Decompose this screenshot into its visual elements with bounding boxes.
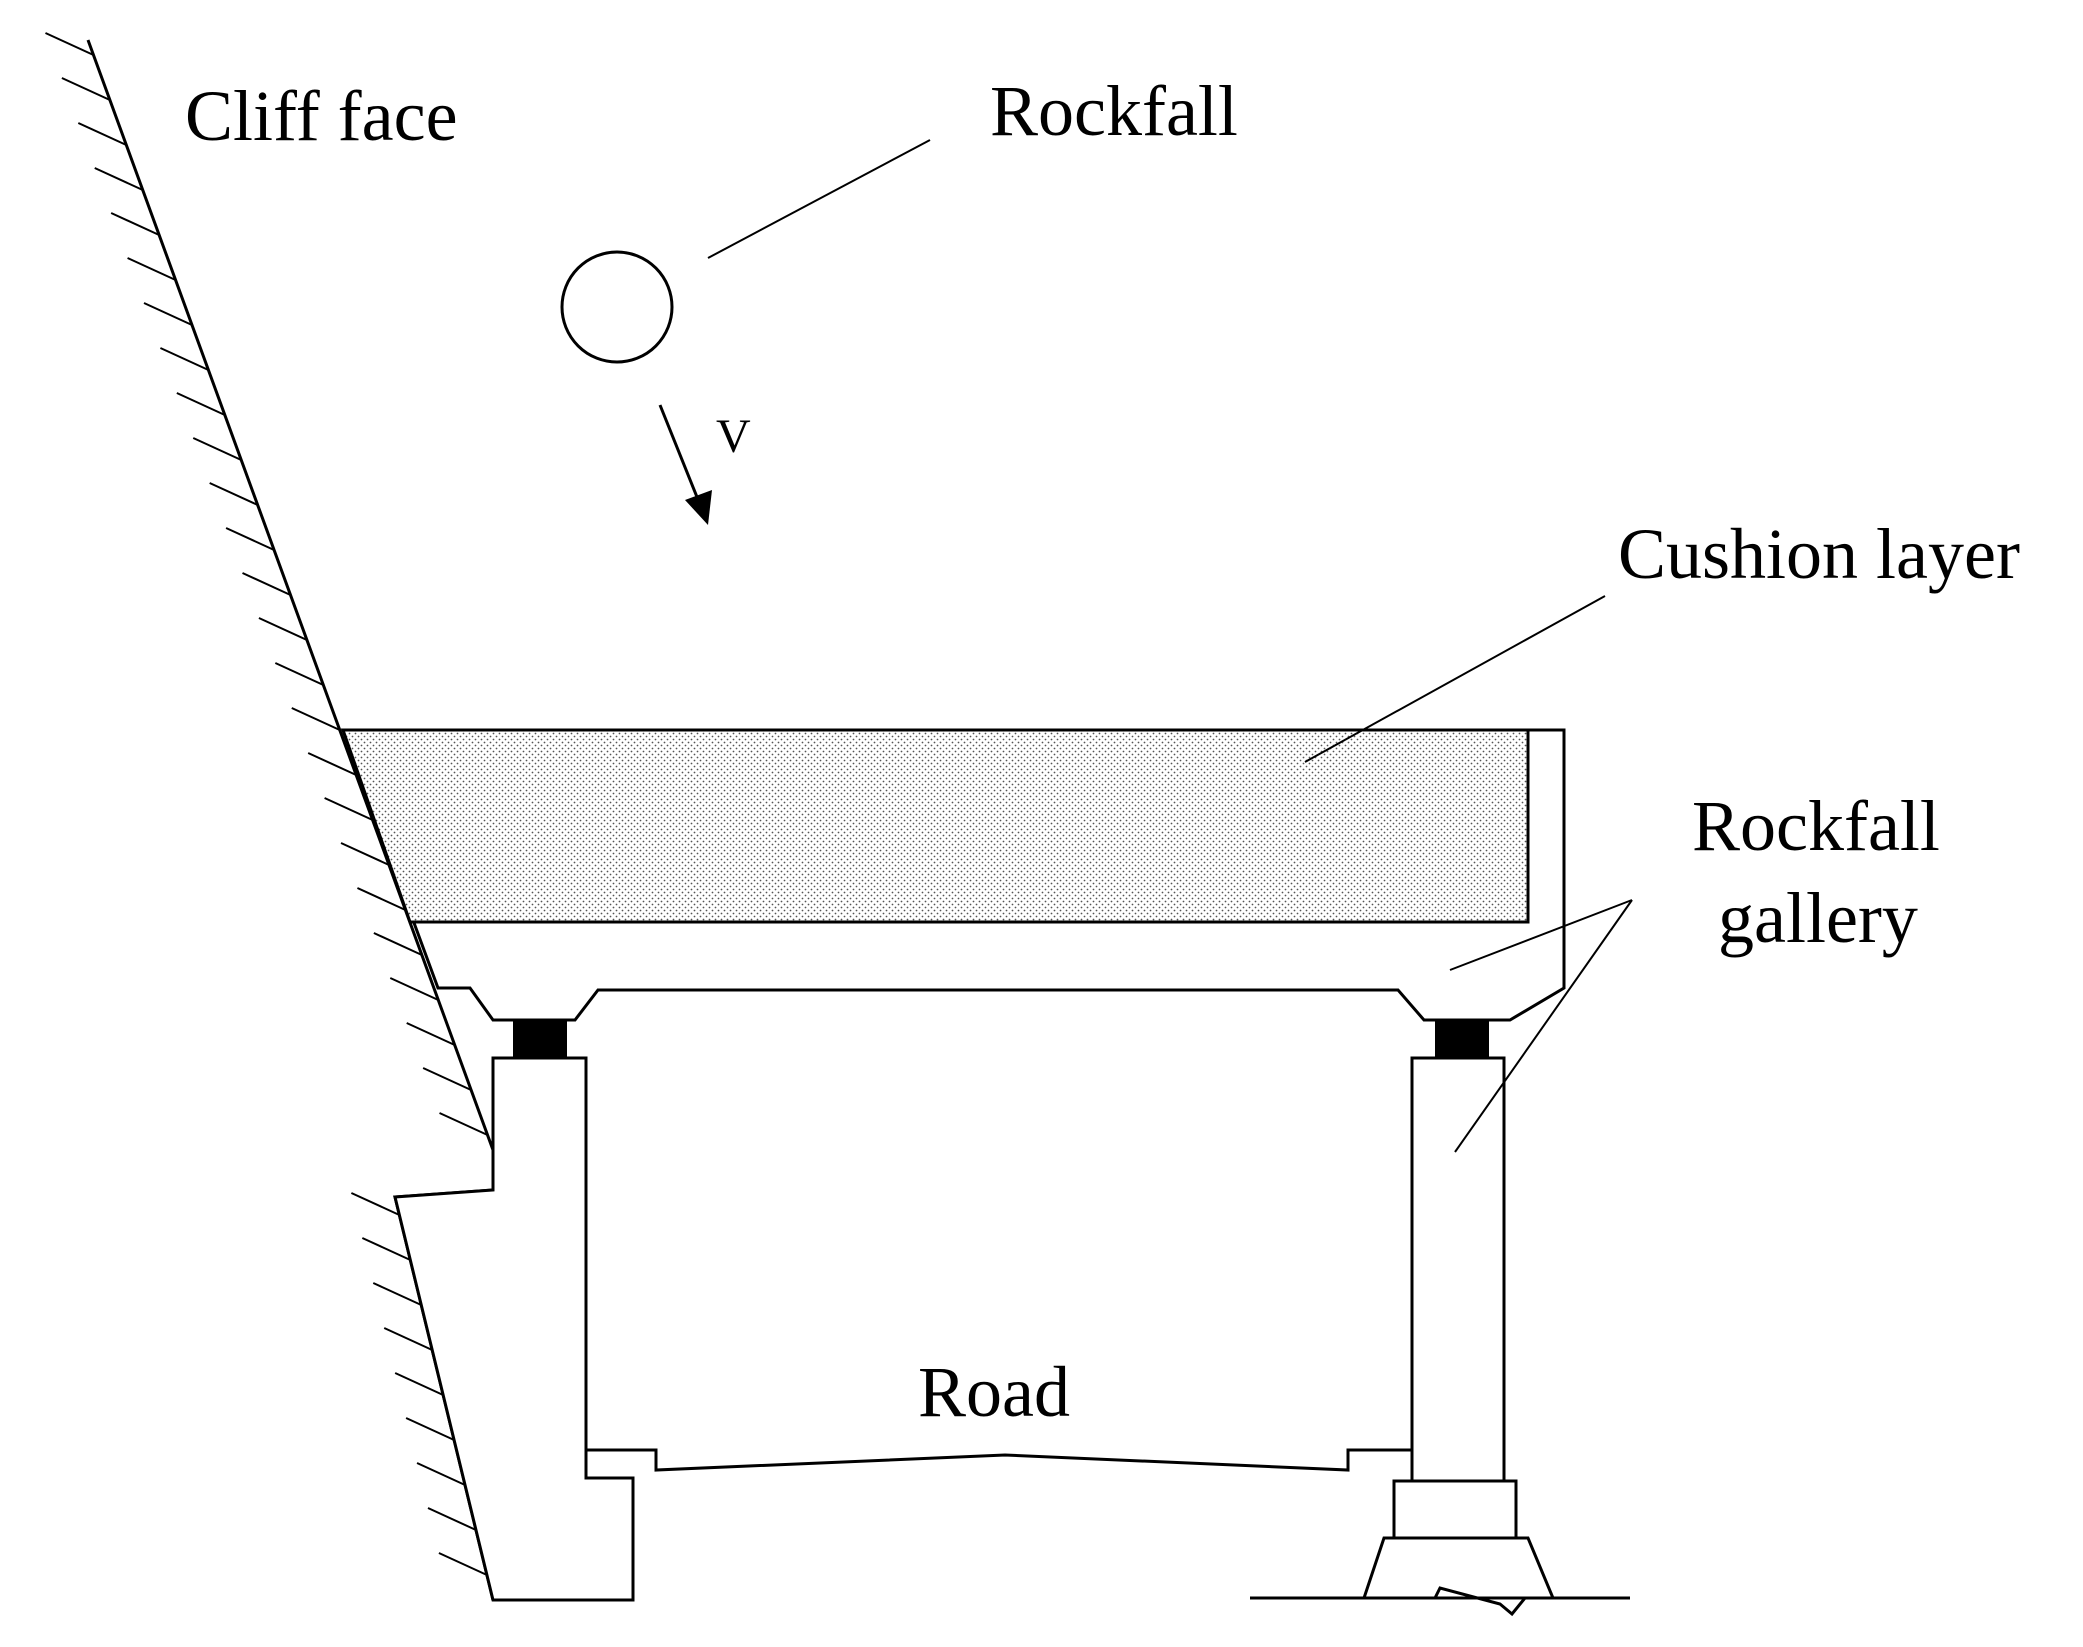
rockfall-rock	[560, 250, 674, 364]
cliff-hatch-mark	[77, 122, 127, 146]
gallery-leader-column	[1454, 899, 1633, 1153]
cliff-hatch-mark	[427, 1507, 477, 1531]
velocity-arrow-head	[685, 490, 712, 525]
cliff-hatch-mark	[361, 1237, 411, 1261]
cliff-hatch-mark	[143, 302, 193, 326]
cliff-hatching	[45, 32, 488, 1576]
left-wall	[393, 1056, 635, 1602]
right-foundation	[1361, 1536, 1556, 1600]
cliff-hatch-mark	[422, 1067, 472, 1091]
rockfall-leader	[707, 139, 931, 259]
cliff-hatch-mark	[192, 437, 242, 461]
cliff-hatch-mark	[389, 977, 439, 1001]
cliff-hatch-mark	[258, 617, 308, 641]
cliff-hatch-mark	[127, 257, 176, 281]
velocity-label: V	[716, 410, 751, 463]
right-column-footing	[1392, 1479, 1518, 1540]
cliff-hatch-mark	[383, 1327, 433, 1351]
cliff-hatch-mark	[439, 1112, 488, 1136]
cliff-hatch-mark	[94, 167, 144, 191]
ground-line	[1250, 1586, 1630, 1617]
cliff-hatch-mark	[416, 1462, 466, 1486]
cliff-hatch-mark	[406, 1022, 456, 1046]
cliff-hatch-mark	[372, 1282, 422, 1306]
rockfall-label: Rockfall	[990, 71, 1238, 151]
cushion-leader	[1304, 595, 1606, 763]
cliff-hatch-mark	[394, 1372, 444, 1396]
right-bearing	[1435, 1020, 1489, 1058]
cliff-hatch-mark	[61, 77, 111, 101]
cliff-hatch-mark	[176, 392, 226, 416]
rockfall-gallery-label-line2: gallery	[1718, 878, 1918, 958]
cliff-hatch-mark	[291, 707, 341, 731]
rockfall-gallery-label-line1: Rockfall	[1692, 786, 1940, 866]
road-label: Road	[918, 1352, 1070, 1432]
cliff-hatch-mark	[340, 842, 390, 866]
cliff-hatch-mark	[209, 482, 259, 506]
cliff-hatch-mark	[225, 527, 275, 551]
cliff-hatch-mark	[159, 347, 209, 371]
cliff-hatch-mark	[110, 212, 160, 236]
velocity-arrow-shaft	[658, 404, 705, 513]
cushion-layer-label: Cushion layer	[1618, 514, 2020, 594]
cliff-face-label: Cliff face	[185, 76, 458, 156]
cliff-hatch-mark	[405, 1417, 455, 1441]
cliff-hatch-mark	[357, 887, 406, 911]
cliff-hatch-mark	[350, 1192, 400, 1216]
gallery-leader-slab	[1449, 899, 1633, 971]
cliff-hatch-mark	[307, 752, 357, 776]
cliff-hatch-mark	[45, 32, 94, 56]
cushion-layer	[340, 728, 1530, 924]
cliff-hatch-mark	[438, 1552, 488, 1576]
cliff-hatch-mark	[242, 572, 291, 596]
cliff-hatch-mark	[324, 797, 374, 821]
cliff-hatch-mark	[373, 932, 423, 956]
right-column	[1410, 1056, 1506, 1483]
left-bearing	[513, 1020, 567, 1058]
road-surface	[586, 1448, 1412, 1472]
cliff-hatch-mark	[274, 662, 324, 686]
